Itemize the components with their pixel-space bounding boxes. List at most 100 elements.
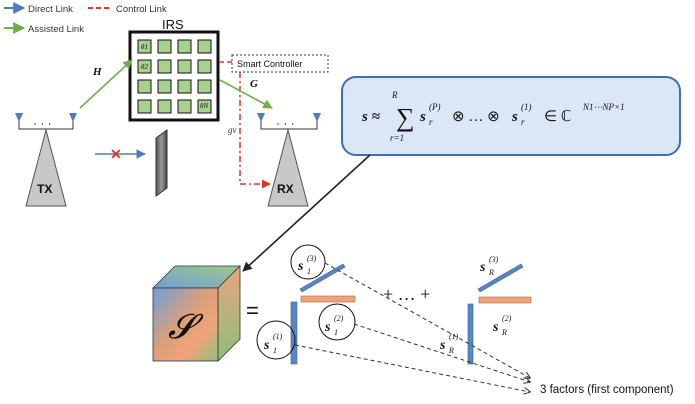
- h-channel-label: H: [92, 66, 102, 78]
- formula-term1-base: s: [419, 109, 426, 125]
- sR-1-base: s: [439, 338, 446, 353]
- s1-2-base: s: [324, 320, 331, 335]
- rx-label: RX: [277, 182, 294, 196]
- irs-element: [157, 99, 172, 114]
- rx-antenna-dots: · · ·: [276, 116, 295, 130]
- irs-to-rx-link: [219, 79, 273, 109]
- annotation-arrows: [294, 262, 530, 392]
- sR-3-base: s: [479, 260, 486, 275]
- irs-element: [177, 99, 192, 114]
- s1-3-sub: 1: [307, 267, 311, 276]
- plus-dots: + … +: [383, 284, 430, 304]
- formula-sum-lower: r=1: [390, 133, 404, 143]
- s1-1-base: s: [263, 338, 270, 353]
- tx-label: TX: [37, 182, 52, 196]
- s1-2-sup: (2): [334, 314, 344, 323]
- sR-3-sub: R: [488, 268, 494, 277]
- annotation-arrow-s1-1: [294, 344, 530, 392]
- irs-element: [197, 39, 212, 54]
- rx-antenna-element-left: [257, 113, 265, 122]
- irs-element-thetaN-label: θN: [200, 102, 208, 110]
- irs-element: [177, 39, 192, 54]
- rx-base: [267, 128, 309, 207]
- tx-base: [25, 128, 67, 207]
- tx-antenna-element-right: [69, 113, 77, 122]
- sR-2-sub: R: [501, 328, 507, 337]
- sR-2-sup: (2): [502, 314, 512, 323]
- annotation-arrow-s1-2: [353, 323, 530, 382]
- direct-link-legend-label: Direct Link: [28, 4, 73, 15]
- rank1-component-last: [467, 263, 532, 365]
- equals-sign: =: [246, 298, 259, 323]
- irs-element: [137, 39, 152, 54]
- irs-element: [157, 39, 172, 54]
- tx-antenna-element-left: [15, 113, 23, 122]
- formula-sum-sign: ∑: [396, 103, 415, 132]
- blocked-marker: ✕: [110, 146, 122, 162]
- formula-sum-upper: R: [391, 90, 398, 100]
- g-channel-label: G: [250, 78, 258, 90]
- factor-bar-s1-3: [299, 263, 346, 293]
- irs-element: [177, 59, 192, 74]
- gv-label: gv: [228, 125, 237, 135]
- control-link-legend-label: Control Link: [116, 4, 167, 15]
- factor-bar-s1-2: [300, 295, 356, 303]
- formula-term1-sup: (P): [429, 102, 441, 112]
- tensor-cube: 𝓢: [152, 265, 241, 362]
- s1-3-base: s: [297, 259, 304, 274]
- tx-antenna: · · · TX: [15, 113, 77, 207]
- formula-term2-sup: (1): [521, 102, 532, 112]
- irs-element: [137, 99, 152, 114]
- irs-element-grid: [137, 39, 212, 114]
- factor-bar-sR-2: [478, 296, 532, 304]
- irs-element: [197, 79, 212, 94]
- sR-3-sup: (3): [489, 255, 499, 264]
- rx-antenna: · · · RX: [257, 113, 321, 207]
- formula-set: ∈ ℂ: [544, 109, 571, 125]
- formula-term2-base: s: [511, 109, 518, 125]
- cp-decomposition-formula: s ≈ R ∑ r=1 s r (P) ⊗ … ⊗ s r (1) ∈ ℂ N1…: [361, 90, 625, 143]
- s1-1-sup: (1): [273, 332, 283, 341]
- formula-term1-sub: r: [429, 117, 433, 127]
- sR-2-base: s: [492, 320, 499, 335]
- s1-3-sup: (3): [307, 254, 317, 263]
- irs-element: [197, 59, 212, 74]
- sR-1-sub: R: [448, 346, 454, 355]
- factor-circle-s1-3: [290, 244, 326, 280]
- annotation-label: 3 factors (first component): [540, 384, 674, 396]
- legend: Direct Link Control Link Assisted Link: [4, 2, 167, 35]
- factor-circle-s1-2: [318, 303, 356, 341]
- tx-antenna-dots: · · ·: [33, 116, 52, 130]
- irs-element: [157, 59, 172, 74]
- sR-1-sup: (1): [449, 332, 459, 341]
- formula-to-tensor-arrow: [242, 154, 371, 272]
- tensor-cube-front: [152, 287, 219, 362]
- factor-bar-sR-1: [467, 303, 474, 365]
- irs-title: IRS: [162, 17, 184, 32]
- controller-to-rx-link: [239, 72, 271, 189]
- irs-element-theta1-label: θ1: [141, 43, 148, 51]
- irs-element: [157, 79, 172, 94]
- s1-2-sub: 1: [334, 328, 338, 337]
- assisted-link-legend-label: Assisted Link: [28, 24, 84, 35]
- formula-otimes-dots: ⊗ … ⊗: [452, 109, 500, 125]
- smart-controller-label: Smart Controller: [237, 59, 303, 69]
- irs-element: [137, 59, 152, 74]
- factor-circle-s1-1: [256, 320, 296, 360]
- rank1-component-first: [256, 244, 356, 365]
- irs-element: [137, 79, 152, 94]
- smart-controller-box: [231, 54, 329, 73]
- irs-element: [177, 79, 192, 94]
- factor-bar-sR-3: [477, 263, 524, 293]
- formula-set-sup: N1⋯NP×1: [582, 102, 625, 112]
- formula-term2-sub: r: [521, 117, 525, 127]
- blocking-obstacle: [155, 129, 168, 197]
- formula-lhs: s ≈: [361, 109, 381, 125]
- irs-element: [197, 99, 212, 114]
- tx-to-irs-link: [79, 59, 133, 109]
- formula-box: [341, 76, 681, 156]
- irs-element-theta2-label: θ2: [141, 63, 148, 71]
- rx-antenna-element-right: [313, 113, 321, 122]
- irs-panel: IRS θ1 θ2 θN: [128, 17, 220, 122]
